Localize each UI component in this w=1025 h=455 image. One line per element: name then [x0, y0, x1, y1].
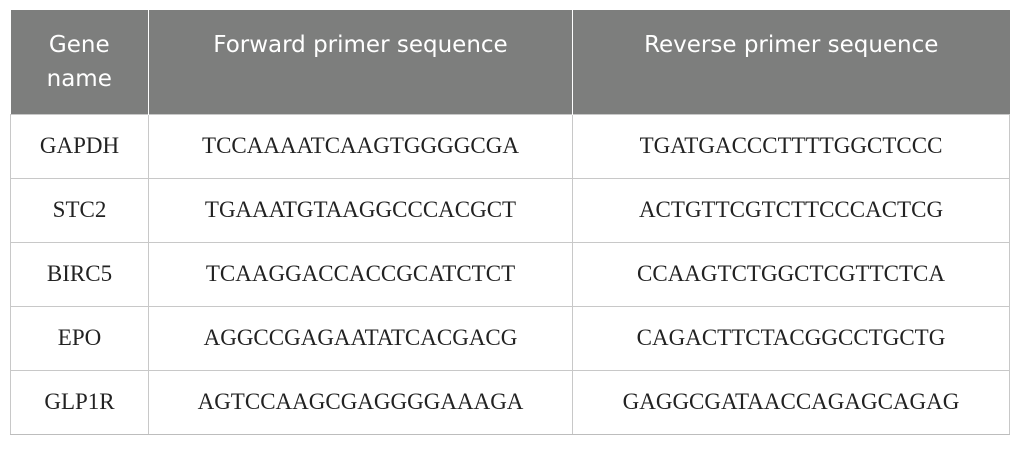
header-reverse-primer: Reverse primer sequence — [572, 10, 1010, 114]
table-row: BIRC5 TCAAGGACCACCGCATCTCT CCAAGTCTGGCTC… — [10, 241, 1010, 307]
header-forward-primer: Forward primer sequence — [148, 10, 573, 114]
header-reverse-primer-label: Reverse primer sequence — [644, 32, 939, 58]
forward-primer-cell: TGAAATGTAAGGCCCACGCT — [148, 177, 573, 243]
gene-name-cell: STC2 — [10, 177, 149, 243]
reverse-primer-cell: CCAAGTCTGGCTCGTTCTCA — [572, 241, 1010, 307]
primer-table-container: Gene name Forward primer sequence Revers… — [10, 10, 1010, 435]
header-forward-primer-label: Forward primer sequence — [213, 32, 508, 58]
primer-table: Gene name Forward primer sequence Revers… — [10, 10, 1010, 435]
reverse-primer-cell: ACTGTTCGTCTTCCCACTCG — [572, 177, 1010, 243]
reverse-primer-cell: CAGACTTCTACGGCCTGCTG — [572, 305, 1010, 371]
forward-primer-cell: AGTCCAAGCGAGGGGAAAGA — [148, 369, 573, 435]
forward-primer-cell: TCAAGGACCACCGCATCTCT — [148, 241, 573, 307]
header-gene-name: Gene name — [10, 10, 149, 114]
gene-name-cell: GAPDH — [10, 113, 149, 179]
header-row: Gene name Forward primer sequence Revers… — [10, 10, 1010, 114]
gene-name-cell: EPO — [10, 305, 149, 371]
reverse-primer-cell: GAGGCGATAACCAGAGCAGAG — [572, 369, 1010, 435]
table-row: GAPDH TCCAAAATCAAGTGGGGCGA TGATGACCCTTTT… — [10, 113, 1010, 179]
table-row: EPO AGGCCGAGAATATCACGACG CAGACTTCTACGGCC… — [10, 305, 1010, 371]
header-gene-name-label: Gene name — [46, 32, 112, 92]
reverse-primer-cell: TGATGACCCTTTTGGCTCCC — [572, 113, 1010, 179]
gene-name-cell: GLP1R — [10, 369, 149, 435]
table-row: STC2 TGAAATGTAAGGCCCACGCT ACTGTTCGTCTTCC… — [10, 177, 1010, 243]
table-header: Gene name Forward primer sequence Revers… — [10, 10, 1010, 114]
table-body: GAPDH TCCAAAATCAAGTGGGGCGA TGATGACCCTTTT… — [10, 113, 1010, 435]
forward-primer-cell: TCCAAAATCAAGTGGGGCGA — [148, 113, 573, 179]
gene-name-cell: BIRC5 — [10, 241, 149, 307]
forward-primer-cell: AGGCCGAGAATATCACGACG — [148, 305, 573, 371]
table-row: GLP1R AGTCCAAGCGAGGGGAAAGA GAGGCGATAACCA… — [10, 369, 1010, 435]
